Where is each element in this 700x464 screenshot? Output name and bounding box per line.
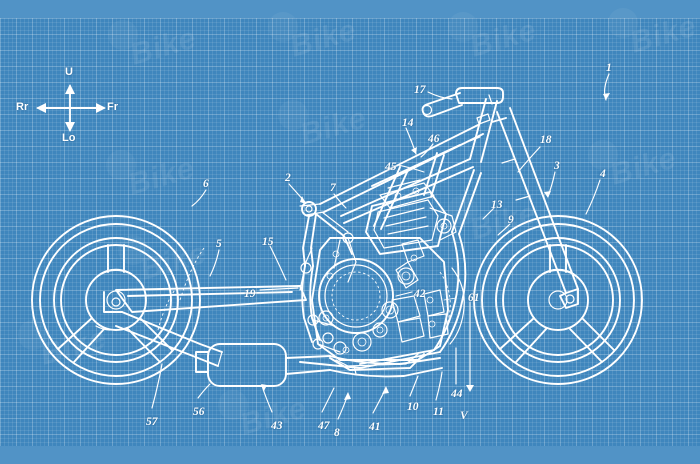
reference-number-13: 13 [491,199,503,211]
reference-number-v: V [460,410,468,422]
rear-wheel [31,215,201,385]
main-frame [299,98,498,369]
reference-number-11: 11 [433,406,444,418]
reference-number-47: 47 [318,420,330,432]
reference-number-4: 4 [600,168,606,180]
muffler [195,343,331,387]
bottom-border-band [0,446,700,464]
steering-linkage [300,201,357,353]
handlebar [421,87,504,118]
reference-number-9: 9 [508,214,514,226]
reference-number-10: 10 [407,401,419,413]
reference-number-1: 1 [606,62,612,74]
front-wheel [473,215,643,385]
grid-background [0,18,700,446]
reference-number-61: 61 [468,292,480,304]
reference-number-3: 3 [554,160,560,172]
reference-number-8: 8 [334,427,340,439]
front-fork [491,107,579,309]
reference-number-19: 19 [244,288,256,300]
reference-number-18: 18 [540,134,552,146]
reference-number-41: 41 [369,421,381,433]
rear-subframe [299,203,325,216]
reference-number-45: 45 [385,161,397,173]
compass-label-up: U [65,66,73,78]
airbox [437,267,465,345]
reference-number-2: 2 [285,172,291,184]
top-border-band [0,0,700,18]
rear-suspension [157,247,313,331]
engine-assembly [311,179,457,371]
reference-number-6: 6 [203,178,209,190]
orientation-compass-arrows [36,84,106,132]
leader-lines [151,73,610,420]
reference-number-57: 57 [146,416,158,428]
reference-number-44: 44 [451,388,463,400]
compass-label-front: Fr [107,101,118,113]
reference-number-56: 56 [193,406,205,418]
reference-number-14: 14 [402,117,414,129]
reference-number-46: 46 [428,133,440,145]
compass-label-down: Lo [62,132,76,144]
reference-number-5: 5 [216,238,222,250]
reference-number-17: 17 [414,84,426,96]
reference-number-42: 42 [414,288,426,300]
reference-number-43: 43 [271,420,283,432]
reference-number-15: 15 [262,236,274,248]
swingarm [103,285,307,367]
exhaust-pipes [329,355,443,378]
reference-number-7: 7 [330,182,336,194]
compass-label-rear: Rr [16,101,29,113]
